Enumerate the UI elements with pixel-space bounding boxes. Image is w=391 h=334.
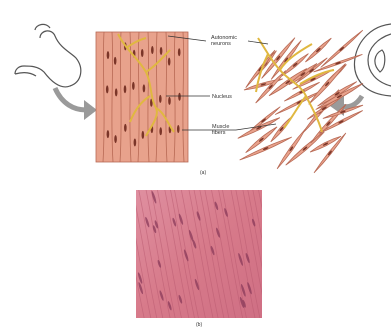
panel-b-label: (b): [196, 322, 202, 328]
nucleus: [142, 131, 145, 139]
label-nucleus: Nucleus: [212, 94, 232, 100]
nucleus: [178, 93, 181, 101]
micrograph-streak: [259, 190, 283, 318]
nucleus: [106, 85, 109, 93]
nucleus: [107, 51, 110, 59]
arrow-left: [55, 88, 97, 120]
label-autonomic-neurons-2: neurons: [211, 41, 231, 47]
nucleus: [141, 49, 144, 57]
micrograph-streak: [271, 190, 295, 318]
nucleus: [151, 46, 154, 54]
nucleus: [178, 48, 181, 56]
micrograph-streak: [277, 190, 301, 318]
nucleus: [134, 138, 137, 146]
nucleus: [132, 82, 135, 90]
nucleus: [159, 127, 162, 135]
nucleus: [115, 88, 118, 96]
nucleus: [168, 97, 171, 105]
nucleus: [107, 130, 110, 138]
micrograph: [120, 190, 319, 318]
nucleus: [168, 58, 171, 66]
nucleus: [160, 47, 163, 55]
micrograph-streak: [295, 190, 319, 318]
nucleus: [159, 95, 162, 103]
nucleus: [114, 135, 117, 143]
stomach-outline-icon: [15, 24, 81, 87]
micrograph-streak: [266, 190, 290, 318]
muscle-fibers-bundle-left: [96, 32, 188, 162]
nucleus: [114, 57, 117, 65]
label-muscle-fibers-2: fibers: [212, 130, 226, 136]
panel-a-label: (a): [200, 170, 206, 176]
nucleus: [177, 125, 180, 133]
micrograph-streak: [288, 190, 312, 318]
nucleus: [124, 124, 127, 132]
nucleus: [124, 85, 127, 93]
nucleus: [143, 84, 146, 92]
micrograph-streak: [284, 190, 308, 318]
